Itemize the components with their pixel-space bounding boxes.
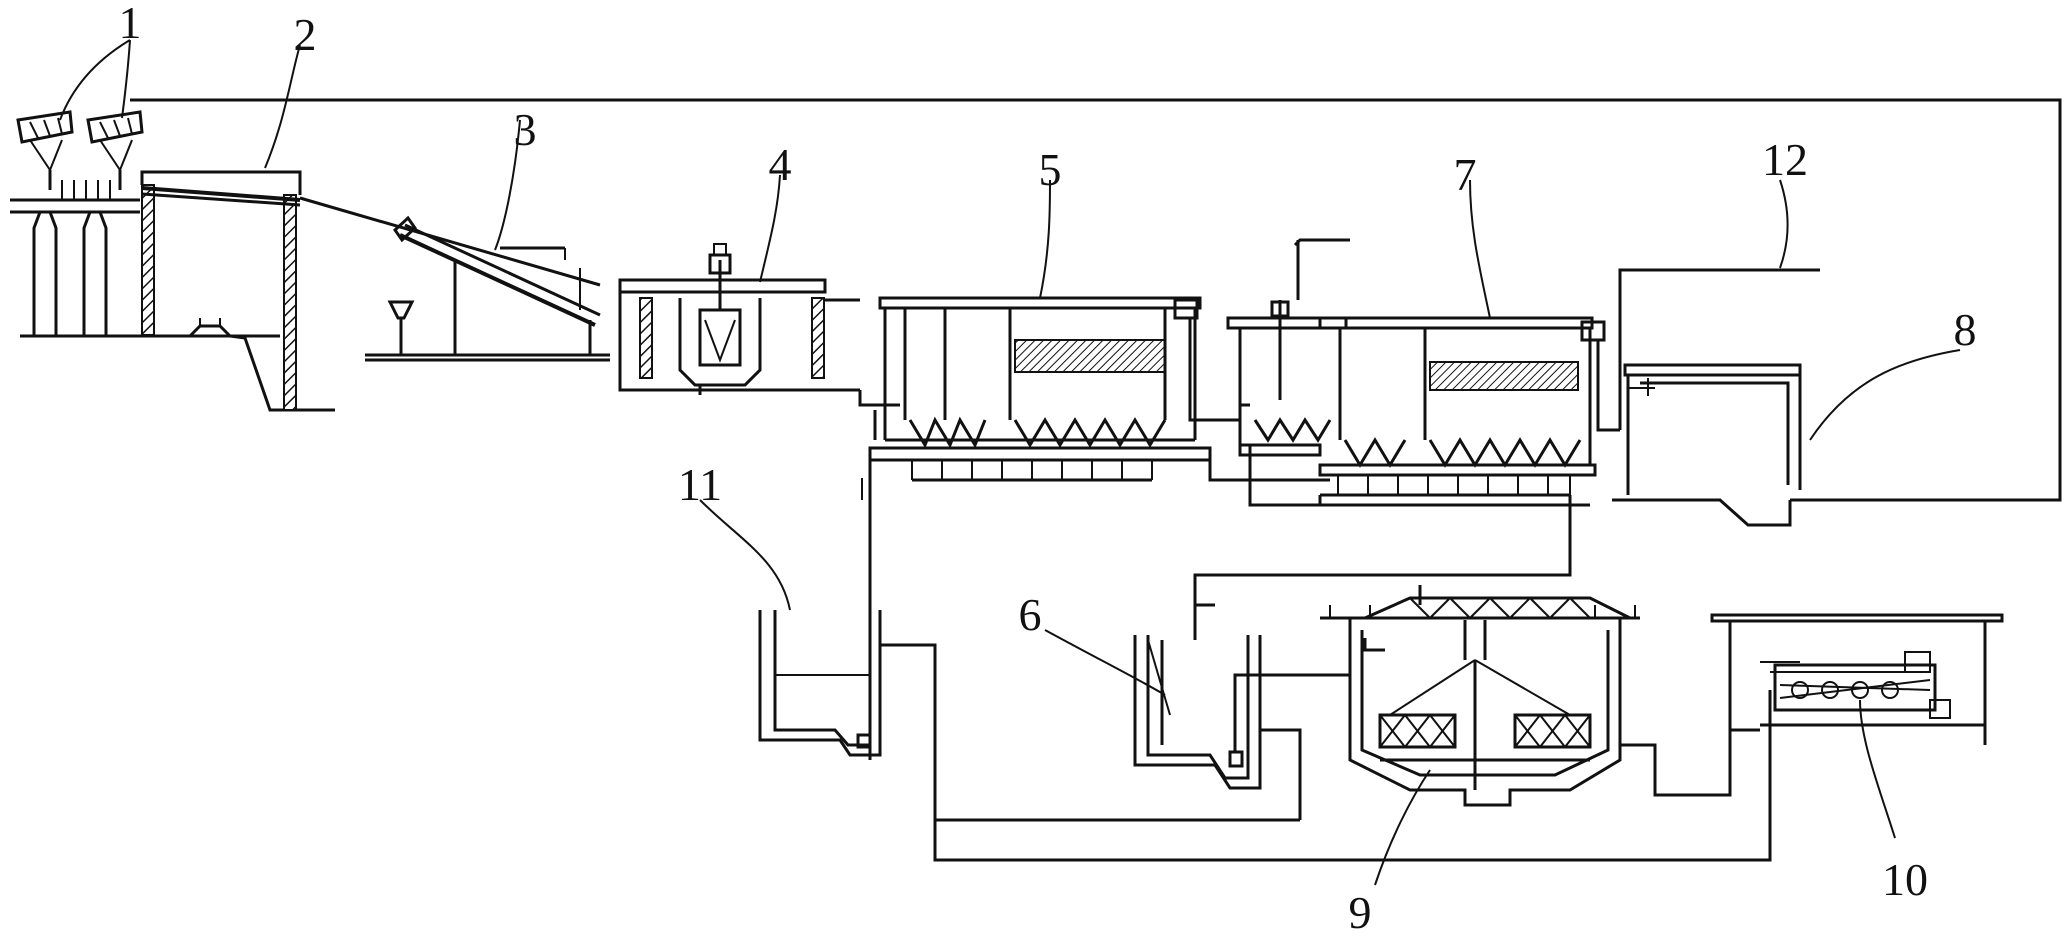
clear-water-tank (1612, 268, 1820, 527)
label-11: 11 (678, 459, 722, 510)
mixing-tank (618, 243, 860, 395)
label-3: 3 (514, 104, 537, 155)
label-6: 6 (1019, 589, 1042, 640)
callouts: 1 2 3 4 5 7 12 8 11 6 9 10 (59, 0, 1977, 938)
label-5: 5 (1039, 144, 1062, 195)
label-9: 9 (1349, 887, 1372, 938)
label-12: 12 (1762, 134, 1808, 185)
label-2: 2 (294, 9, 317, 60)
label-10: 10 (1882, 854, 1928, 905)
inclined-screen (365, 215, 610, 362)
label-7: 7 (1454, 149, 1477, 200)
conveyor-gallery (140, 170, 601, 411)
secondary-tank (1226, 238, 1620, 497)
settling-tank (858, 296, 1250, 482)
thickener-9 (1320, 585, 1732, 807)
label-4: 4 (769, 139, 792, 190)
sump-tank-11 (758, 610, 1772, 862)
label-1: 1 (119, 0, 142, 48)
sludge-pit-6 (1133, 603, 1350, 820)
return-pipe (130, 98, 2062, 502)
connecting-pipes (861, 445, 1590, 760)
label-8: 8 (1954, 304, 1977, 355)
dewatering-press-10 (1710, 613, 2004, 745)
